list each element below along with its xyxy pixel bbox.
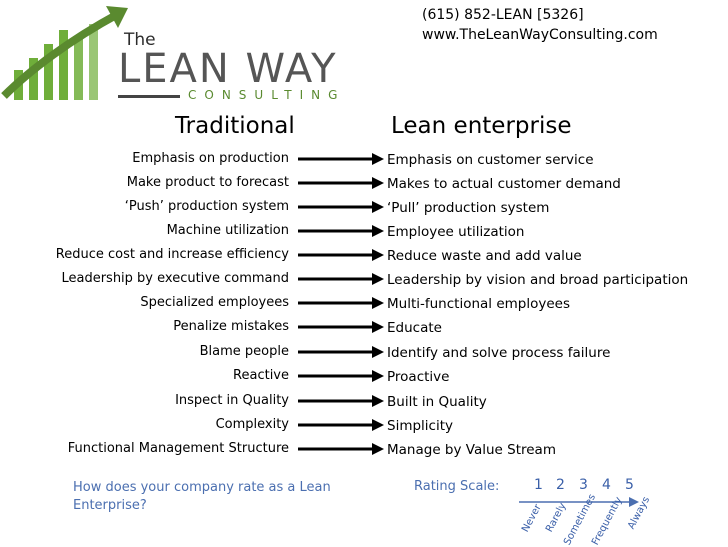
lean-enterprise-header: Lean enterprise	[391, 113, 572, 139]
right-arrow-icon	[298, 297, 384, 309]
traditional-item: Machine utilization	[166, 223, 289, 238]
traditional-item: Leadership by executive command	[61, 271, 289, 286]
traditional-item: Reactive	[233, 368, 289, 383]
comparison-row: Blame people Identify and solve process …	[0, 344, 728, 368]
traditional-item: Functional Management Structure	[67, 441, 289, 456]
lean-item: Educate	[387, 320, 442, 336]
rating-number-3: 3	[579, 477, 588, 493]
logo-sub-text: CONSULTING	[188, 88, 346, 102]
right-arrow-icon	[298, 177, 384, 189]
rating-scale-arrow-icon	[519, 497, 639, 507]
lean-item: Identify and solve process failure	[387, 345, 611, 361]
comparison-row: Penalize mistakes Educate	[0, 319, 728, 343]
traditional-item: Complexity	[215, 417, 289, 432]
phone-number: (615) 852-LEAN [5326]	[422, 7, 584, 23]
comparison-row: Inspect in Quality Built in Quality	[0, 393, 728, 417]
comparison-row: Machine utilization Employee utilization	[0, 223, 728, 247]
comparison-row: Complexity Simplicity	[0, 417, 728, 441]
traditional-item: Reduce cost and increase efficiency	[55, 247, 289, 262]
growth-chart-logo-icon	[1, 6, 128, 100]
comparison-row: Leadership by executive command Leadersh…	[0, 271, 728, 295]
right-arrow-icon	[298, 395, 384, 407]
logo-name-text: LEAN WAY	[118, 46, 338, 92]
lean-item: ‘Pull’ production system	[387, 200, 550, 216]
comparison-row: Specialized employees Multi-functional e…	[0, 295, 728, 319]
right-arrow-icon	[298, 321, 384, 333]
right-arrow-icon	[298, 346, 384, 358]
lean-item: Built in Quality	[387, 394, 487, 410]
rating-number-2: 2	[556, 477, 565, 493]
lean-item: Makes to actual customer demand	[387, 176, 621, 192]
right-arrow-icon	[298, 201, 384, 213]
logo-divider	[118, 95, 180, 98]
right-arrow-icon	[298, 225, 384, 237]
comparison-row: Functional Management Structure Manage b…	[0, 441, 728, 465]
comparison-row: Make product to forecast Makes to actual…	[0, 175, 728, 199]
traditional-header: Traditional	[175, 113, 295, 139]
right-arrow-icon	[298, 273, 384, 285]
website-url[interactable]: www.TheLeanWayConsulting.com	[422, 27, 658, 43]
rating-scale-label: Rating Scale:	[414, 479, 500, 494]
right-arrow-icon	[298, 249, 384, 261]
lean-item: Multi-functional employees	[387, 296, 571, 312]
comparison-row: Emphasis on production Emphasis on custo…	[0, 151, 728, 175]
lean-item: Leadership by vision and broad participa…	[387, 272, 689, 288]
comparison-row: ‘Push’ production system ‘Pull’ producti…	[0, 199, 728, 223]
lean-item: Emphasis on customer service	[387, 152, 594, 168]
comparison-row: Reduce cost and increase efficiency Redu…	[0, 247, 728, 271]
logo-the-text: The	[124, 30, 156, 50]
lean-item: Reduce waste and add value	[387, 248, 582, 264]
traditional-item: Make product to forecast	[126, 175, 289, 190]
traditional-item: ‘Push’ production system	[124, 199, 289, 214]
traditional-item: Inspect in Quality	[175, 393, 289, 408]
right-arrow-icon	[298, 419, 384, 431]
traditional-item: Emphasis on production	[132, 151, 289, 166]
rating-number-5: 5	[625, 477, 634, 493]
lean-item: Simplicity	[387, 418, 453, 434]
traditional-item: Penalize mistakes	[173, 319, 289, 334]
traditional-item: Blame people	[199, 344, 289, 359]
company-logo: The LEAN WAY CONSULTING	[0, 0, 400, 108]
right-arrow-icon	[298, 153, 384, 165]
rating-number-4: 4	[602, 477, 611, 493]
lean-item: Manage by Value Stream	[387, 442, 556, 458]
rating-question: How does your company rate as a Lean Ent…	[73, 480, 331, 513]
lean-item: Proactive	[387, 369, 450, 385]
rating-number-1: 1	[534, 477, 543, 493]
comparison-row: Reactive Proactive	[0, 368, 728, 392]
right-arrow-icon	[298, 443, 384, 455]
traditional-item: Specialized employees	[140, 295, 289, 310]
right-arrow-icon	[298, 370, 384, 382]
lean-item: Employee utilization	[387, 224, 525, 240]
contact-block: (615) 852-LEAN [5326] www.TheLeanWayCons…	[422, 5, 658, 45]
